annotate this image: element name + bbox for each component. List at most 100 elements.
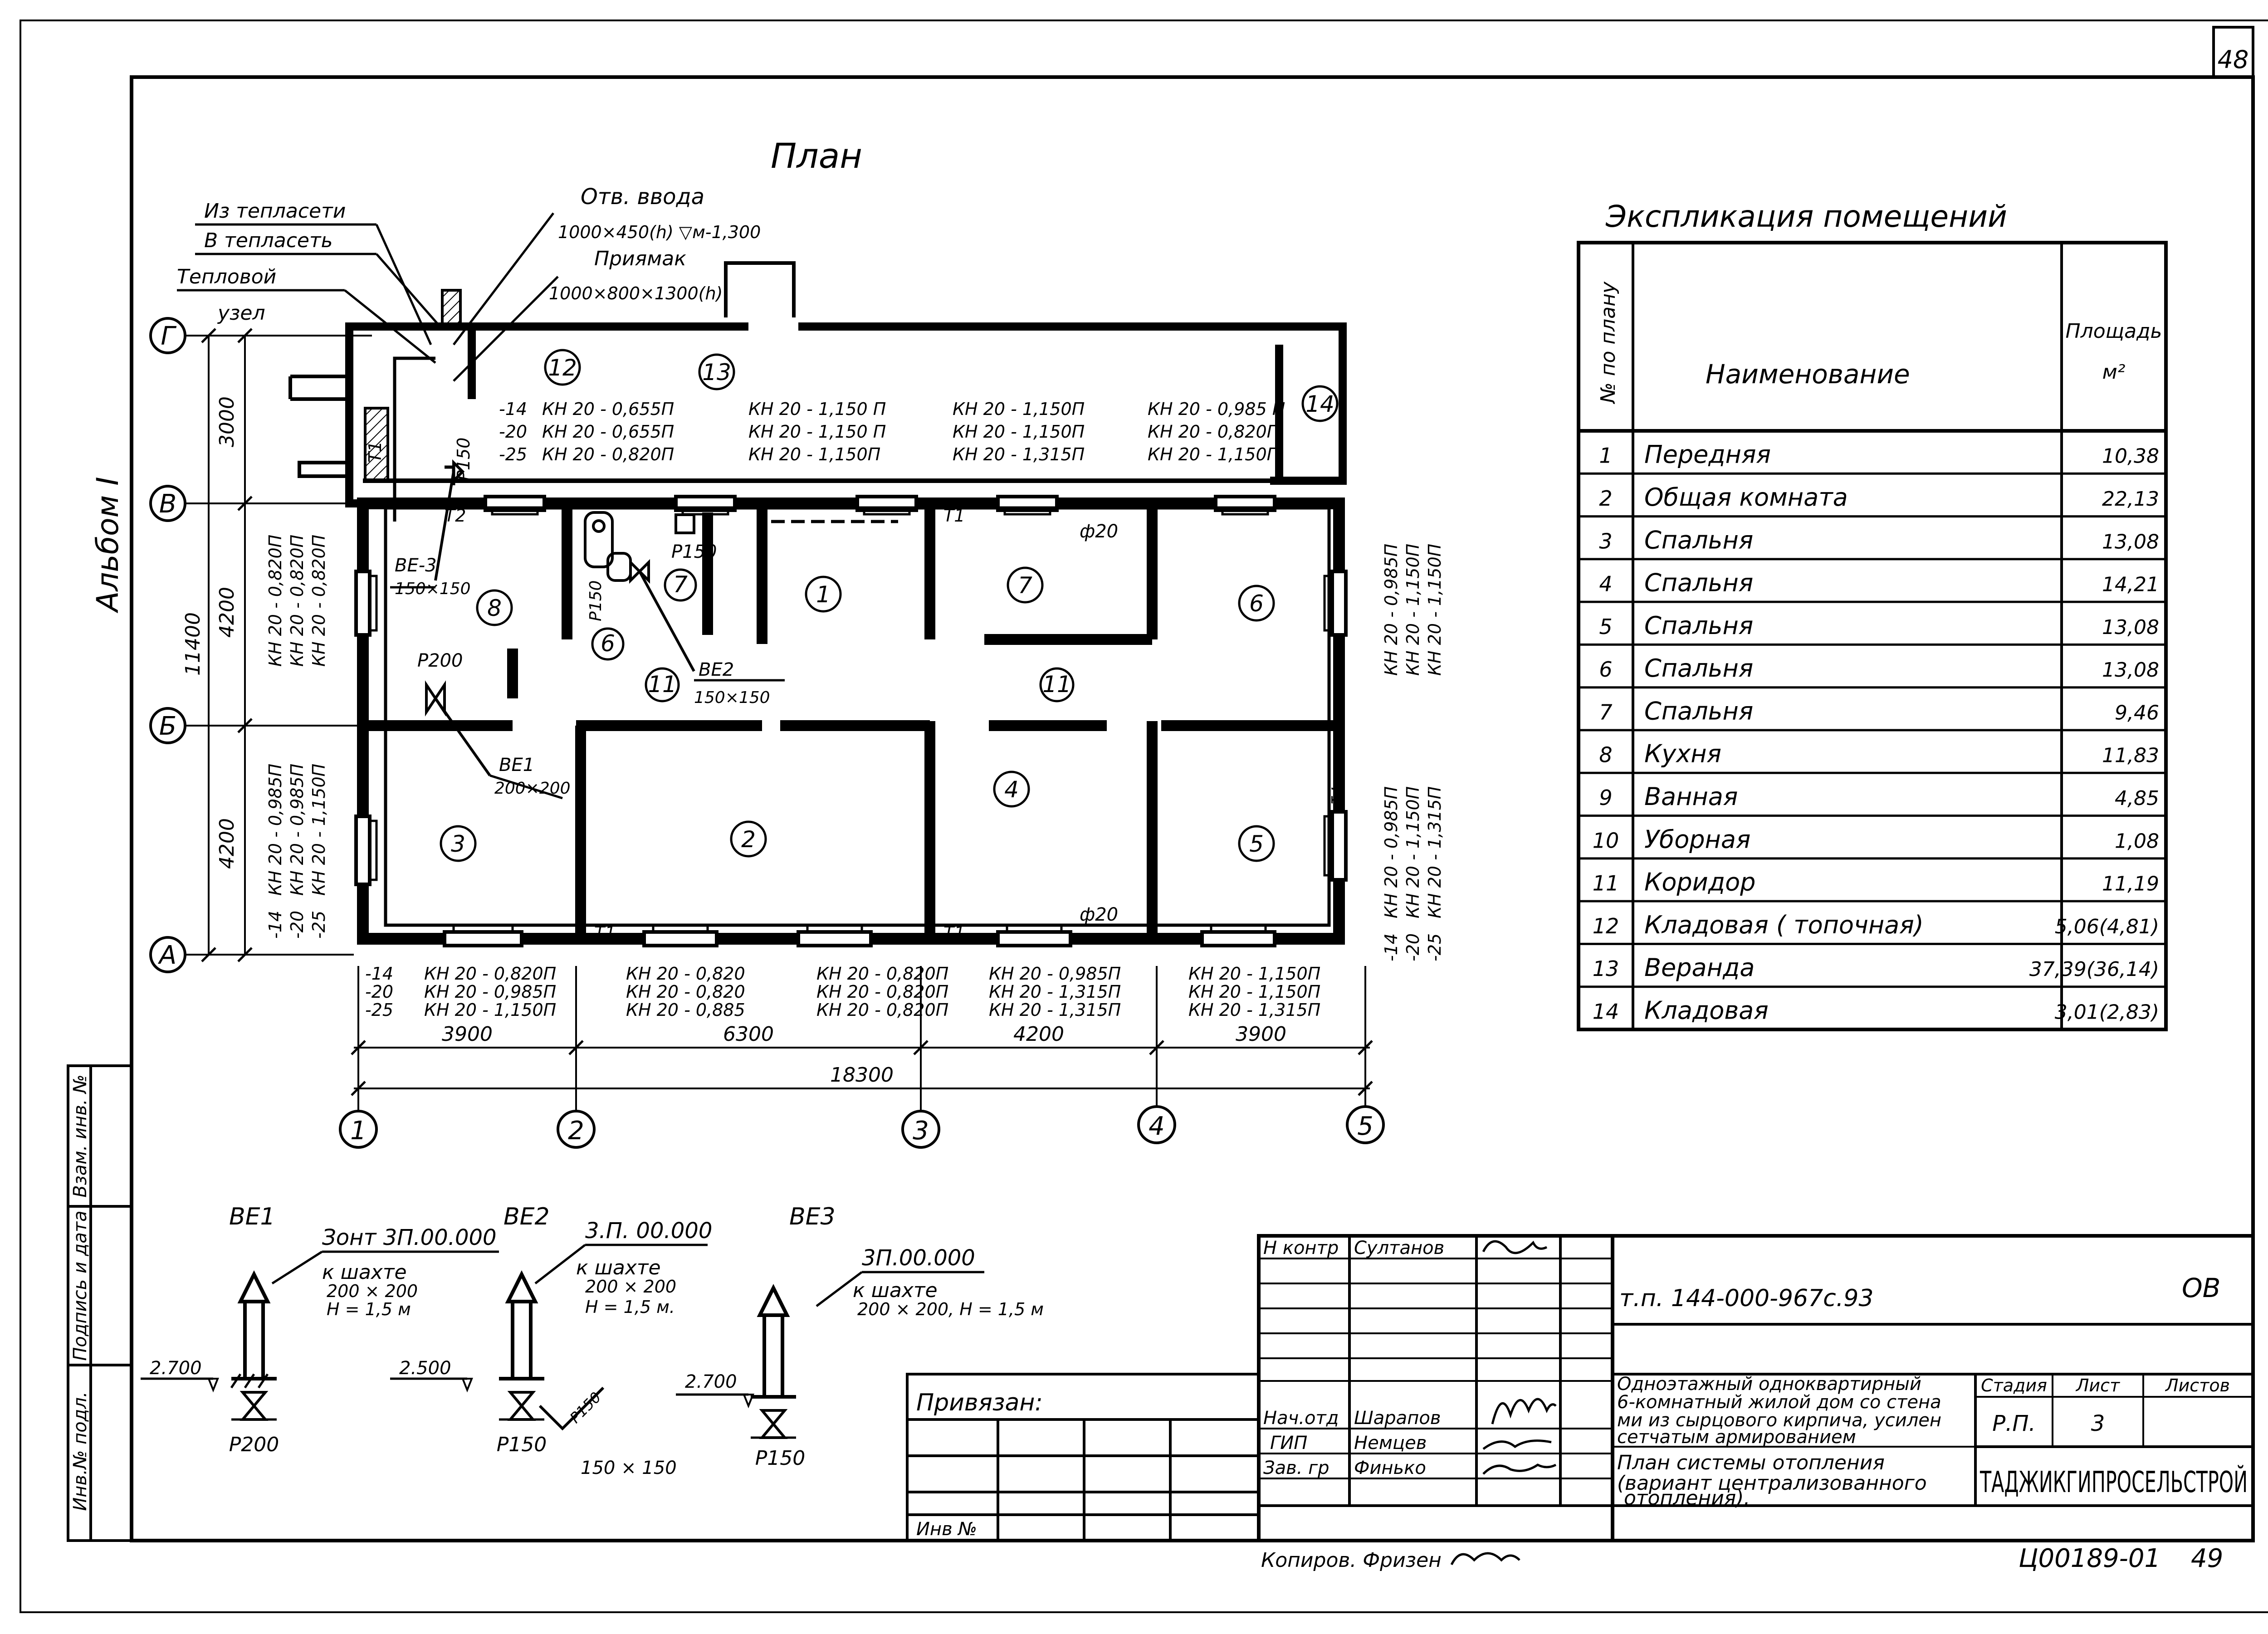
room-number: 12 bbox=[548, 355, 577, 381]
radiator-spec: КН 20 - 1,150П bbox=[1403, 786, 1423, 918]
page-number: 49 bbox=[2191, 1544, 2223, 1573]
explication-row-area: 22,13 bbox=[2102, 488, 2159, 511]
vent-grille: Р150 bbox=[497, 1433, 547, 1456]
be2-size: 150×150 bbox=[694, 688, 770, 707]
temp-label: -20 bbox=[287, 911, 307, 939]
temp-label: -25 bbox=[309, 911, 329, 939]
vent-grille-marks bbox=[425, 459, 695, 776]
axis-col-2: 2 bbox=[568, 1116, 584, 1146]
radiator-spec: КН 20 - 1,150П bbox=[1425, 544, 1445, 676]
heat-node-inlet bbox=[441, 289, 462, 328]
explication-title: Экспликация помещений bbox=[1605, 199, 2007, 234]
col-area-header: Площадь bbox=[2066, 320, 2162, 343]
axis-col-5: 5 bbox=[1357, 1112, 1374, 1141]
room-numbers: 1 2 3 4 5 6 7 8 6 7 11 11 12 13 14 bbox=[451, 355, 1334, 857]
t1-label-right: Т1 bbox=[1327, 785, 1347, 806]
heat-node-label-1: Тепловой bbox=[177, 265, 276, 288]
explication-row-number: 10 bbox=[1593, 828, 1619, 853]
explication-row-area: 13,08 bbox=[2102, 616, 2159, 639]
side-stamp bbox=[67, 1064, 133, 1542]
radiator-spec: КН 20 - 0,820П bbox=[265, 535, 285, 667]
person-name: Немцев bbox=[1354, 1433, 1427, 1454]
inner-walls bbox=[363, 503, 1339, 939]
temp-label: -20 bbox=[1403, 933, 1423, 961]
radiator-spec: КН 20 - 0,820П bbox=[816, 982, 948, 1002]
organization-name: ТАДЖИКГИПРОСЕЛЬСТРОЙ bbox=[1980, 1465, 2248, 1499]
drawing-mark: ОВ bbox=[2182, 1273, 2220, 1303]
dim-h-4200: 4200 bbox=[1013, 1023, 1064, 1046]
room-number: 11 bbox=[1042, 671, 1071, 697]
radiator-spec: КН 20 - 1,150П bbox=[1148, 444, 1280, 464]
stage-header: Стадия bbox=[1981, 1375, 2047, 1395]
col-no-header: № по плану bbox=[1597, 281, 1620, 405]
radiator-spec: КН 20 - 1,150П bbox=[1188, 982, 1320, 1002]
project-code: т.п. 144-000-967с.93 bbox=[1619, 1285, 1873, 1312]
vent-title: ВЕ2 bbox=[503, 1203, 550, 1230]
room-number: 4 bbox=[1004, 776, 1019, 803]
floor-plan: Г В Б А 1 2 3 4 5 3000 4200 4200 11400 3… bbox=[149, 184, 1445, 1149]
radiator-spec: КН 20 - 0,655П bbox=[542, 399, 674, 419]
radiator-spec: КН 20 - 0,820П bbox=[424, 964, 556, 984]
dimension-ticks bbox=[201, 328, 1373, 1096]
t1-label-top: Т1 bbox=[943, 506, 965, 526]
drawing-title-line: отопления). bbox=[1624, 1487, 1750, 1510]
explication-grid bbox=[1577, 241, 2168, 1031]
explication-row-name: Спальня bbox=[1644, 569, 1753, 597]
role-label: Н контр bbox=[1263, 1238, 1339, 1258]
be1-label: ВЕ1 bbox=[499, 755, 534, 776]
sheet-number: 48 bbox=[2218, 45, 2249, 74]
radiator-spec: КН 20 - 0,985П bbox=[287, 764, 307, 896]
role-label: Нач.отд bbox=[1263, 1408, 1339, 1429]
t1-label-bottom-a: Т1 bbox=[594, 923, 616, 943]
explication-row-area: 1,08 bbox=[2115, 829, 2159, 853]
temp-label: -14 bbox=[265, 911, 285, 939]
explication-row-name: Кухня bbox=[1644, 740, 1721, 768]
radiator-spec: КН 20 - 0,655П bbox=[542, 422, 674, 442]
description-line: Одноэтажный одноквартирный bbox=[1617, 1374, 1921, 1395]
room-number: 2 bbox=[741, 826, 756, 853]
side-stamp-sign: Подпись и дата bbox=[70, 1210, 91, 1361]
t1-label-bottom-b: Т1 bbox=[943, 923, 965, 943]
explication-row-number: 6 bbox=[1599, 657, 1612, 682]
room-number: 3 bbox=[451, 831, 465, 857]
explication-row-area: 10,38 bbox=[2102, 445, 2159, 468]
explication-row-number: 14 bbox=[1593, 999, 1619, 1024]
radiator-spec: КН 20 - 0,820П bbox=[309, 535, 329, 667]
radiator-spec: КН 20 - 0,985П bbox=[1381, 544, 1401, 676]
be3-label: ВЕ-3 bbox=[395, 555, 437, 576]
explication-row-area: 37,39(36,14) bbox=[2029, 958, 2159, 981]
vent-level: 2.500 bbox=[399, 1358, 451, 1379]
be3-size: 150×150 bbox=[395, 580, 471, 598]
radiator-spec: КН 20 - 0,820П bbox=[1148, 422, 1280, 442]
album-label: Альбом I bbox=[90, 477, 125, 614]
radiator-spec: КН 20 - 1,315П bbox=[989, 1000, 1121, 1020]
explication-row-name: Спальня bbox=[1644, 654, 1753, 683]
radiator-specs: -14 -20 -25 КН 20 - 0,655П КН 20 - 0,655… bbox=[265, 399, 1445, 1020]
p150-label: Р150 bbox=[671, 541, 717, 562]
vent-note: 200 × 200 bbox=[327, 1281, 418, 1301]
radiator-spec: КН 20 - 0,985 П bbox=[1148, 399, 1285, 419]
stage-value: Р.П. bbox=[1992, 1411, 2036, 1436]
radiator-spec: КН 20 - 1,150П bbox=[1188, 964, 1320, 984]
room-number: 1 bbox=[816, 581, 831, 608]
explication-row-name: Спальня bbox=[1644, 526, 1753, 554]
radiator-spec: КН 20 - 0,985П bbox=[424, 982, 556, 1002]
radiator-spec: КН 20 - 0,820 bbox=[626, 964, 745, 984]
radiator-spec: КН 20 - 1,150 П bbox=[748, 422, 886, 442]
radiator-spec: КН 20 - 0,985П bbox=[989, 964, 1121, 984]
vent-title: ВЕ1 bbox=[229, 1203, 275, 1230]
explication-row-number: 4 bbox=[1599, 572, 1612, 596]
vent-ref: Зонт 3П.00.000 bbox=[322, 1225, 497, 1250]
explication-row-name: Кладовая ( топочная) bbox=[1644, 911, 1924, 939]
vent-note: к шахте bbox=[576, 1256, 661, 1279]
room-number: 7 bbox=[1018, 572, 1032, 599]
radiator-spec: КН 20 - 0,820П bbox=[542, 444, 674, 464]
explication-row-name: Спальня bbox=[1644, 697, 1753, 725]
callout-leaders bbox=[177, 212, 785, 800]
p200-label: Р200 bbox=[417, 650, 463, 671]
axis-row-v: В bbox=[159, 489, 176, 519]
explication-row-number: 2 bbox=[1599, 486, 1612, 511]
explication-row-number: 8 bbox=[1599, 743, 1612, 767]
explication-row-area: 9,46 bbox=[2115, 701, 2159, 724]
